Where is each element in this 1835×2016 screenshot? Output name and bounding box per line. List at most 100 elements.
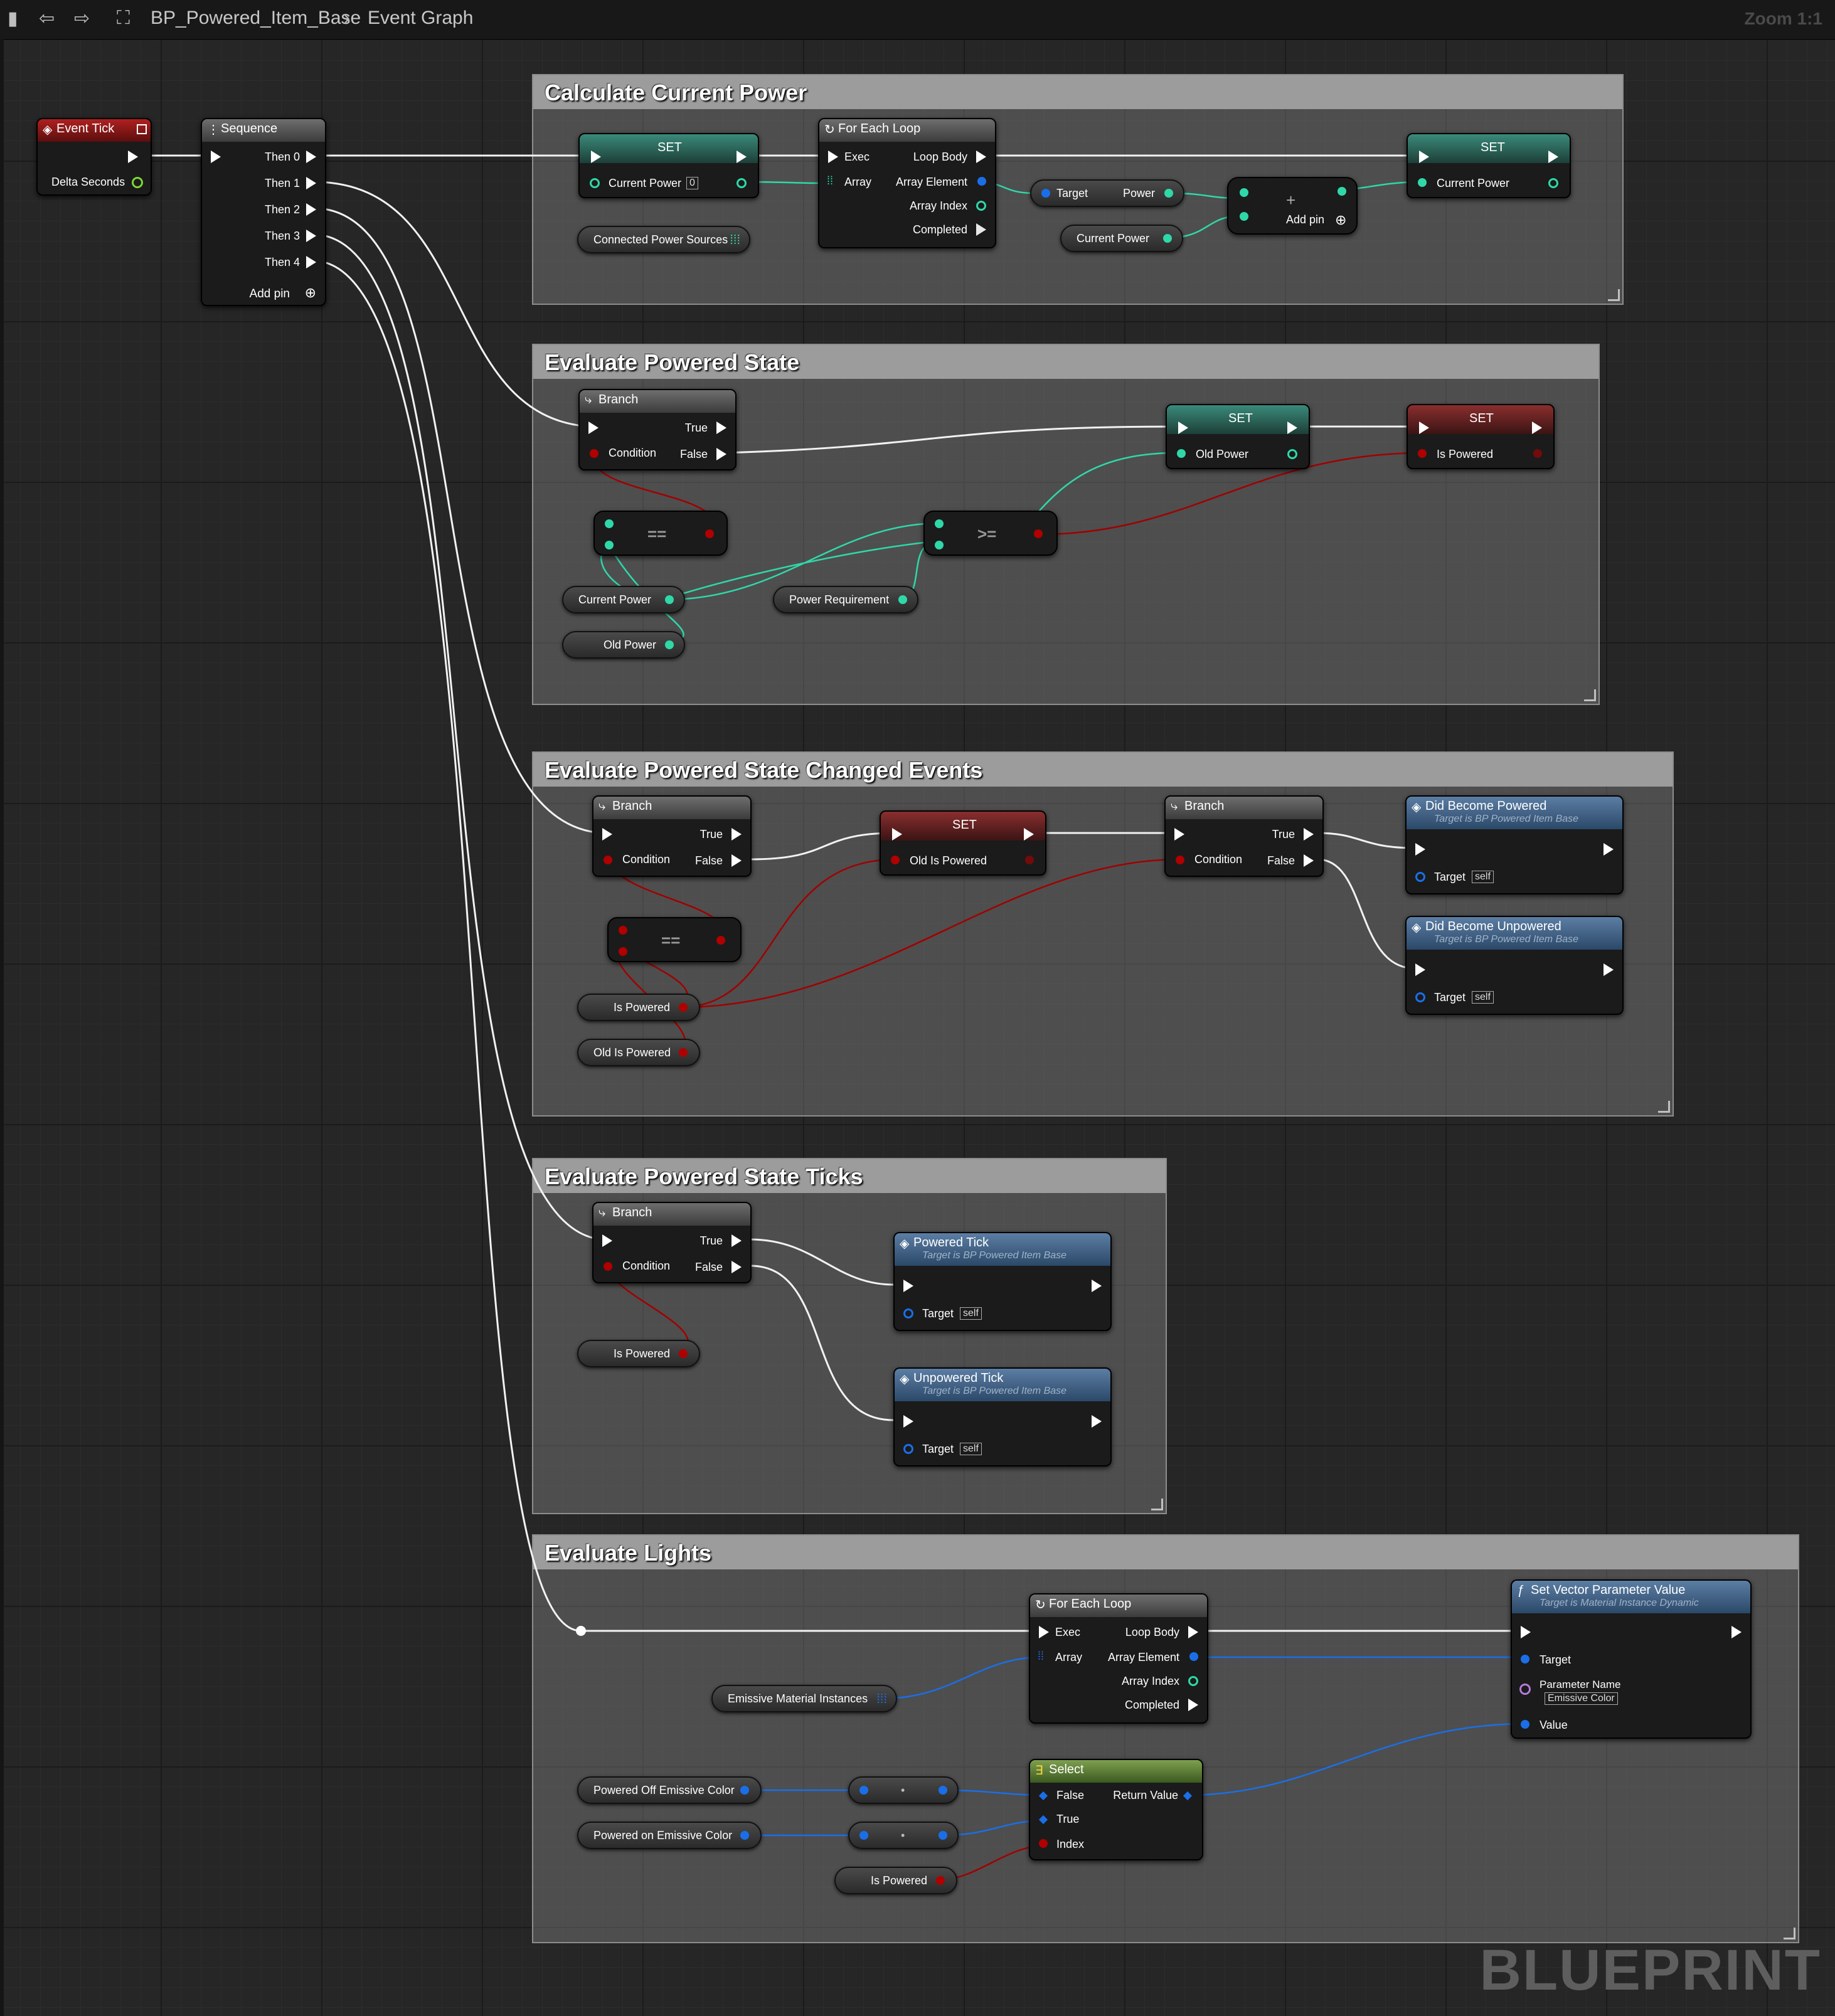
exec-out-pin[interactable]: [716, 448, 726, 460]
bool-out-pin[interactable]: [716, 936, 725, 945]
exec-out-pin[interactable]: [1092, 1415, 1102, 1428]
exec-in-pin[interactable]: [591, 151, 601, 163]
bool-in-pin[interactable]: [604, 856, 612, 864]
float-out-pin[interactable]: [737, 178, 747, 188]
name-in-pin[interactable]: [1519, 1684, 1531, 1695]
resize-handle[interactable]: [1784, 1928, 1795, 1939]
resize-handle[interactable]: [1584, 689, 1596, 701]
vector-out-pin[interactable]: [740, 1786, 749, 1795]
exec-out-pin[interactable]: [731, 828, 742, 841]
wildcard-out-pin[interactable]: [1183, 1791, 1193, 1801]
for-each-loop-node[interactable]: ↻For Each Loop Exec ⁞⁞ Array Loop Body A…: [818, 118, 996, 248]
is-powered-getter[interactable]: Is Powered: [577, 994, 700, 1021]
exec-in-pin[interactable]: [1415, 963, 1425, 976]
exec-out-pin[interactable]: [1024, 828, 1034, 841]
exec-out-pin[interactable]: [1287, 422, 1297, 434]
float-in-pin[interactable]: [1177, 449, 1186, 458]
exec-out-pin[interactable]: [306, 151, 316, 163]
vector-out-pin[interactable]: [740, 1831, 749, 1840]
exec-out-pin[interactable]: [128, 151, 138, 163]
exec-out-pin[interactable]: [306, 230, 316, 242]
bool-out-pin[interactable]: [705, 529, 714, 538]
object-out-pin[interactable]: [977, 177, 986, 186]
old-is-powered-getter[interactable]: Old Is Powered: [577, 1039, 700, 1066]
get-power-node[interactable]: Target Power: [1030, 179, 1184, 207]
exec-out-pin[interactable]: [306, 203, 316, 216]
branch-node-2[interactable]: ⤷Branch True Condition False: [592, 795, 752, 877]
exec-in-pin[interactable]: [1419, 151, 1429, 163]
emissive-material-instances-getter[interactable]: Emissive Material Instances ⁞⁞⁞: [711, 1685, 897, 1712]
exec-out-pin[interactable]: [306, 256, 316, 268]
object-in-pin[interactable]: [1415, 992, 1425, 1002]
bool-in-pin[interactable]: [1039, 1839, 1048, 1848]
bool-out-pin[interactable]: [679, 1349, 688, 1358]
exec-out-pin[interactable]: [1604, 843, 1614, 856]
breadcrumb-graph[interactable]: Event Graph: [368, 8, 474, 28]
exec-out-pin[interactable]: [976, 151, 986, 163]
float-out-pin[interactable]: [665, 595, 674, 604]
float-out-pin[interactable]: [1548, 178, 1558, 188]
old-power-getter[interactable]: Old Power: [562, 631, 685, 659]
select-node[interactable]: ∃Select False True Index Return Value: [1029, 1759, 1203, 1860]
int-out-pin[interactable]: [976, 201, 986, 211]
reroute-vector-on[interactable]: •: [848, 1822, 959, 1849]
array-pin[interactable]: ⁞⁞: [1038, 1650, 1045, 1662]
resize-handle[interactable]: [1658, 1101, 1670, 1113]
bool-in-pin[interactable]: [604, 1262, 612, 1271]
float-out-pin[interactable]: [1164, 189, 1173, 198]
exec-out-pin[interactable]: [731, 1261, 742, 1273]
set-old-power-node[interactable]: SET Old Power: [1166, 404, 1310, 469]
object-in-pin[interactable]: [1415, 872, 1425, 882]
breadcrumb-blueprint[interactable]: BP_Powered_Item_Base: [151, 8, 361, 28]
exec-in-pin[interactable]: [903, 1280, 913, 1292]
bool-in-pin[interactable]: [1176, 856, 1184, 864]
reroute-vector-off[interactable]: •: [848, 1776, 959, 1804]
equal-float-node[interactable]: ==: [593, 511, 728, 556]
add-pin-icon[interactable]: ⊕: [1335, 212, 1347, 228]
object-out-pin[interactable]: [1189, 1652, 1198, 1661]
exec-in-pin[interactable]: [903, 1415, 913, 1428]
bool-out-pin[interactable]: [1034, 529, 1043, 538]
sequence-node[interactable]: ⋮Sequence Then 0 Then 1 Then 2 Then 3 Th…: [201, 118, 326, 306]
wildcard-in-pin[interactable]: [1038, 1791, 1048, 1801]
wildcard-in-pin[interactable]: [1038, 1815, 1048, 1825]
float-out-pin[interactable]: [898, 595, 907, 604]
resize-handle[interactable]: [1608, 289, 1620, 301]
add-pin-icon[interactable]: ⊕: [304, 285, 316, 300]
exec-in-pin[interactable]: [602, 828, 612, 841]
for-each-loop-node-2[interactable]: ↻For Each Loop Exec ⁞⁞ Array Loop Body A…: [1029, 1593, 1208, 1724]
exec-in-pin[interactable]: [1039, 1626, 1049, 1638]
exec-out-pin[interactable]: [976, 223, 986, 236]
float-in-pin[interactable]: [605, 519, 614, 528]
object-in-pin[interactable]: [903, 1444, 913, 1454]
float-in-pin[interactable]: [1240, 188, 1248, 197]
bool-out-pin[interactable]: [1025, 856, 1034, 864]
exec-out-pin[interactable]: [1532, 422, 1542, 434]
vector-out-pin[interactable]: [939, 1786, 947, 1795]
current-power-getter-2[interactable]: Current Power: [562, 586, 685, 613]
equal-bool-node[interactable]: ==: [607, 917, 742, 962]
exec-out-pin[interactable]: [1604, 963, 1614, 976]
power-requirement-getter[interactable]: Power Requirement: [773, 586, 918, 613]
set-old-is-powered-node[interactable]: SET Old Is Powered: [880, 810, 1046, 876]
exec-in-pin[interactable]: [1174, 828, 1184, 841]
object-in-pin[interactable]: [903, 1308, 913, 1318]
exec-in-pin[interactable]: [1419, 422, 1429, 434]
float-in-pin[interactable]: [935, 519, 944, 528]
branch-node-3[interactable]: ⤷Branch True Condition False: [1164, 795, 1324, 877]
add-float-node[interactable]: + Add pin ⊕: [1227, 177, 1358, 235]
reroute-node[interactable]: [576, 1626, 586, 1636]
set-current-power-node-2[interactable]: SET Current Power: [1407, 133, 1571, 198]
exec-in-pin[interactable]: [211, 151, 221, 163]
exec-in-pin[interactable]: [1521, 1626, 1531, 1638]
float-out-pin[interactable]: [1163, 234, 1172, 243]
exec-out-pin[interactable]: [737, 151, 747, 163]
default-value-field[interactable]: 0: [686, 177, 698, 189]
float-in-pin[interactable]: [605, 541, 614, 549]
powered-off-emissive-color-getter[interactable]: Powered Off Emissive Color: [577, 1776, 762, 1804]
add-pin-button[interactable]: Add pin: [249, 287, 290, 300]
